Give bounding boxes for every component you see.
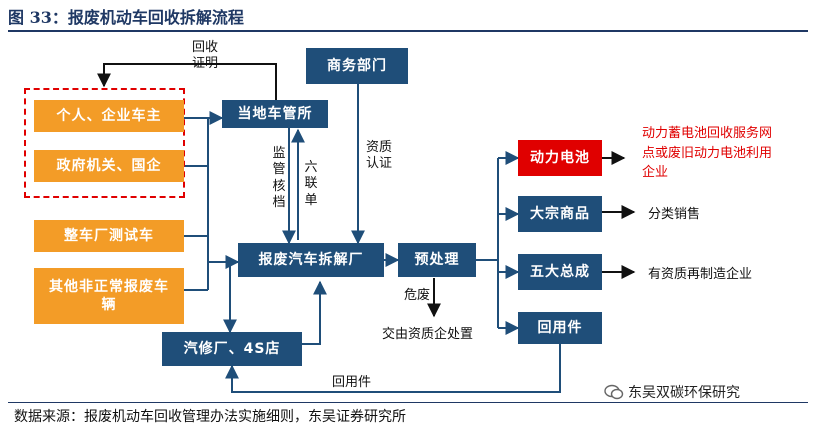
local-office-box: 当地车管所 — [222, 100, 328, 128]
reusable-parts-box: 回用件 — [518, 312, 602, 344]
other-abnormal-box: 其他非正常报废车辆 — [34, 268, 184, 324]
hazardous-destination: 交由资质企处置 — [382, 327, 474, 342]
five-assemblies-box: 五大总成 — [518, 254, 602, 290]
pretreatment-box: 预处理 — [398, 243, 476, 277]
six-copies-label: 六联单 — [304, 160, 318, 208]
connector-repair-to-plant — [302, 280, 327, 345]
power-battery-box: 动力电池 — [518, 140, 602, 176]
reusable-return-label: 回用件 — [332, 375, 372, 390]
connector-to-repair — [208, 261, 237, 334]
oem-test-box: 整车厂测试车 — [34, 220, 184, 252]
assemblies-destination: 有资质再制造企业 — [648, 267, 753, 282]
watermark: 东吴双碳环保研究 — [604, 382, 740, 402]
supervise-archive-label: 监管核档 — [272, 146, 286, 210]
battery-destination: 动力蓄电池回收服务网点或废旧动力电池利用企业 — [642, 126, 773, 180]
footer-rule — [8, 402, 808, 403]
repair-4s-box: 汽修厂、4S店 — [162, 332, 302, 366]
owners-box: 个人、企业车主 — [34, 100, 184, 132]
owners-group-outline — [24, 88, 185, 198]
gov-soe-box: 政府机关、国企 — [34, 150, 184, 182]
figure-title: 图 33：报废机动车回收拆解流程 — [8, 8, 244, 27]
connector-certificate — [97, 63, 277, 100]
qualification-label: 资质认证 — [365, 140, 392, 172]
watermark-text: 东吴双碳环保研究 — [628, 385, 740, 401]
commerce-dept-box: 商务部门 — [306, 48, 408, 84]
bulk-destination: 分类销售 — [648, 207, 701, 222]
hazardous-waste-label: 危废 — [404, 288, 431, 303]
connector-reuse-return — [225, 342, 561, 393]
title-rule — [8, 30, 808, 32]
bulk-goods-box: 大宗商品 — [518, 196, 602, 232]
recycle-certificate-label: 回收证明 — [191, 40, 218, 72]
source-note: 数据来源：报废机动车回收管理办法实施细则，东吴证券研究所 — [14, 409, 406, 425]
wechat-icon — [604, 384, 624, 400]
dismantling-plant-box: 报废汽车拆解厂 — [238, 243, 384, 277]
